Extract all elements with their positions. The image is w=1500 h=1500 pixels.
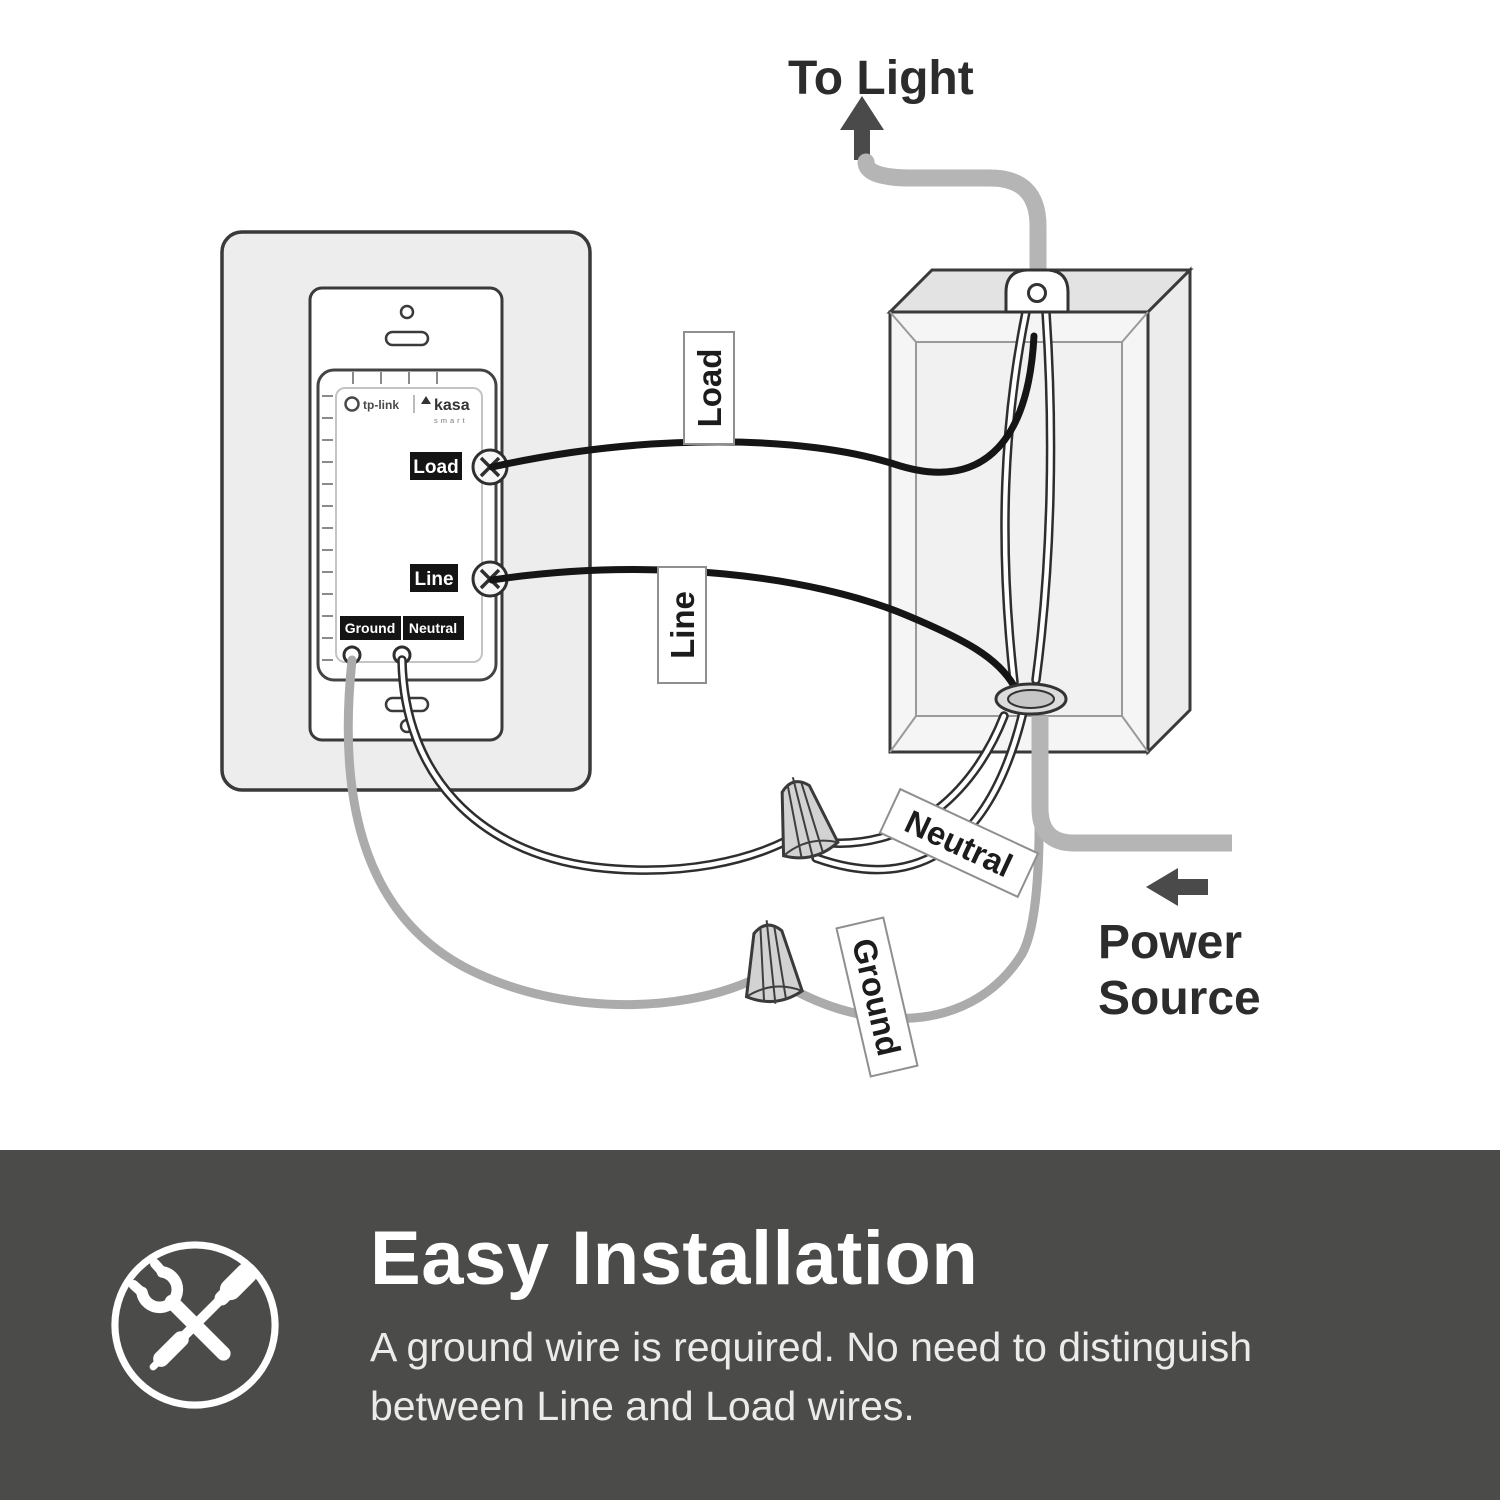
wire-nut-ground	[744, 920, 804, 1004]
tplink-logo-icon	[344, 396, 360, 412]
power-source-label-line1: Power	[1098, 916, 1242, 969]
ground-terminal: Ground	[340, 616, 401, 665]
kasa-logo-icon	[421, 396, 431, 404]
footer-copy: Easy Installation A ground wire is requi…	[370, 1215, 1252, 1434]
footer-subtitle-line1: A ground wire is required. No need to di…	[370, 1324, 1253, 1371]
kasa-sub-text: smart	[434, 416, 468, 425]
footer-banner: Easy Installation A ground wire is requi…	[0, 1150, 1500, 1500]
footer-subtitle: A ground wire is required. No need to di…	[370, 1318, 1252, 1434]
power-source-callout: Power Source	[1098, 868, 1261, 1025]
to-light-callout: To Light	[788, 52, 974, 160]
wire-label-line: Line	[657, 566, 707, 684]
svg-text:Neutral: Neutral	[899, 803, 1018, 885]
cable-clamp-top	[1004, 268, 1070, 314]
wiring-diagram-svg: To Light	[220, 52, 1261, 1078]
tplink-brand-text: tp-link	[363, 398, 399, 412]
smart-switch: tp-link kasa smart Load Line	[316, 368, 509, 682]
interior-wire-2	[1031, 307, 1056, 685]
svg-text:Load: Load	[691, 349, 728, 428]
line-terminal-label: Line	[414, 569, 453, 590]
mounting-slot-top	[384, 330, 430, 347]
line-wire	[488, 566, 1018, 690]
wire-label-load: Load	[683, 331, 735, 445]
up-arrow-icon	[840, 96, 884, 160]
neutral-wire-switch	[397, 655, 791, 875]
left-arrow-icon	[1146, 868, 1208, 906]
wire-nut-neutral	[780, 777, 840, 860]
top-vents	[352, 372, 438, 384]
ground-wire-switch	[343, 655, 753, 1009]
footer-title: Easy Installation	[370, 1216, 979, 1302]
wire-label-ground: Ground	[835, 916, 919, 1078]
junction-box-right-face	[1146, 266, 1192, 756]
junction-box-depth-lines	[889, 311, 1149, 753]
neutral-terminal-label: Neutral	[409, 620, 457, 636]
to-light-cable	[857, 153, 1047, 301]
kasa-brand-text: kasa	[434, 397, 470, 414]
junction-box-back-wall	[915, 341, 1123, 717]
wire-label-neutral: Neutral	[878, 787, 1040, 899]
cable-clamp-bottom	[994, 682, 1068, 716]
to-light-label: To Light	[788, 52, 974, 105]
load-terminal-label: Load	[413, 457, 458, 478]
wrench-screwdriver-icon	[106, 1236, 284, 1414]
footer-subtitle-line2: between Line and Load wires.	[370, 1382, 915, 1429]
ground-terminal-label: Ground	[345, 620, 396, 636]
plate-screw-hole-top	[399, 304, 415, 320]
wiring-diagram: To Light	[220, 52, 1261, 1078]
brand-row: tp-link kasa smart	[344, 395, 470, 425]
power-source-label-line2: Source	[1098, 972, 1261, 1025]
junction-box	[886, 266, 1194, 756]
svg-text:Line: Line	[664, 591, 701, 659]
load-wire	[488, 332, 1038, 476]
heatsink-fins	[322, 395, 333, 661]
power-source-cable	[1031, 716, 1232, 852]
interior-wire-1	[1000, 307, 1031, 687]
